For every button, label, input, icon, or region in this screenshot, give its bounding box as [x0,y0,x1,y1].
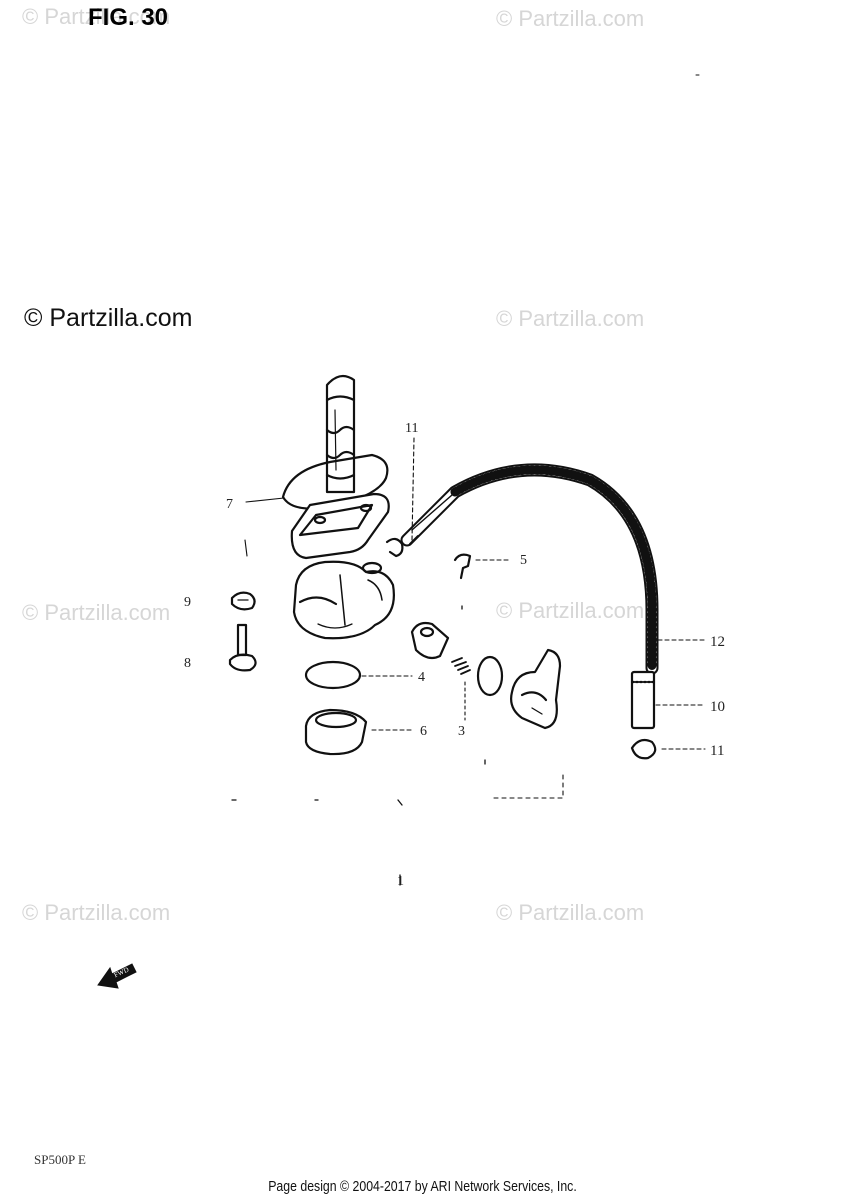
screw-8 [228,623,257,672]
hose-lower [630,670,656,730]
callout-8: 8 [184,656,191,671]
callout-10: 10 [710,699,725,715]
clip-bottom [630,738,657,760]
callout-6: 6 [420,724,427,739]
mounting-plate [290,492,390,560]
watermark-bottom-right: © Partzilla.com [496,900,645,925]
callout-9: 9 [184,595,191,610]
o-ring-4 [304,660,362,690]
callout-5: 5 [520,553,527,568]
figure-title: FIG. 30 [88,4,169,31]
callout-3: 3 [458,724,465,739]
screw-5 [453,553,472,580]
footer-credit: Page design © 2004-2017 by ARI Network S… [268,1178,577,1195]
watermark-top-right: © Partzilla.com [496,6,645,31]
callout-12: 12 [710,634,725,650]
copyright-text: © Partzilla.com [24,304,193,332]
valve-lever [510,648,562,730]
callout-1: 1 [397,874,404,889]
lever-gasket [476,655,504,697]
watermark-mid-right: © Partzilla.com [496,306,645,331]
valve-plug [410,621,471,675]
watermark-center-right: © Partzilla.com [496,598,645,623]
filter-tube [325,374,356,494]
model-code: SP500P E [34,1152,86,1167]
watermark-center-left: © Partzilla.com [22,600,171,625]
callout-7: 7 [226,497,233,512]
callout-11-bottom: 11 [710,743,724,759]
forward-arrow-icon: FWD [97,963,137,989]
callout-4: 4 [418,670,425,685]
screw-9 [230,591,256,611]
clip-small [385,537,404,558]
valve-body [292,560,395,640]
sediment-cup [304,708,368,756]
callout-11-top: 11 [405,421,418,436]
watermark-bottom-left: © Partzilla.com [22,900,171,925]
fuel-hose [400,463,659,675]
watermark-top-left: © Partzilla.com [22,4,171,29]
